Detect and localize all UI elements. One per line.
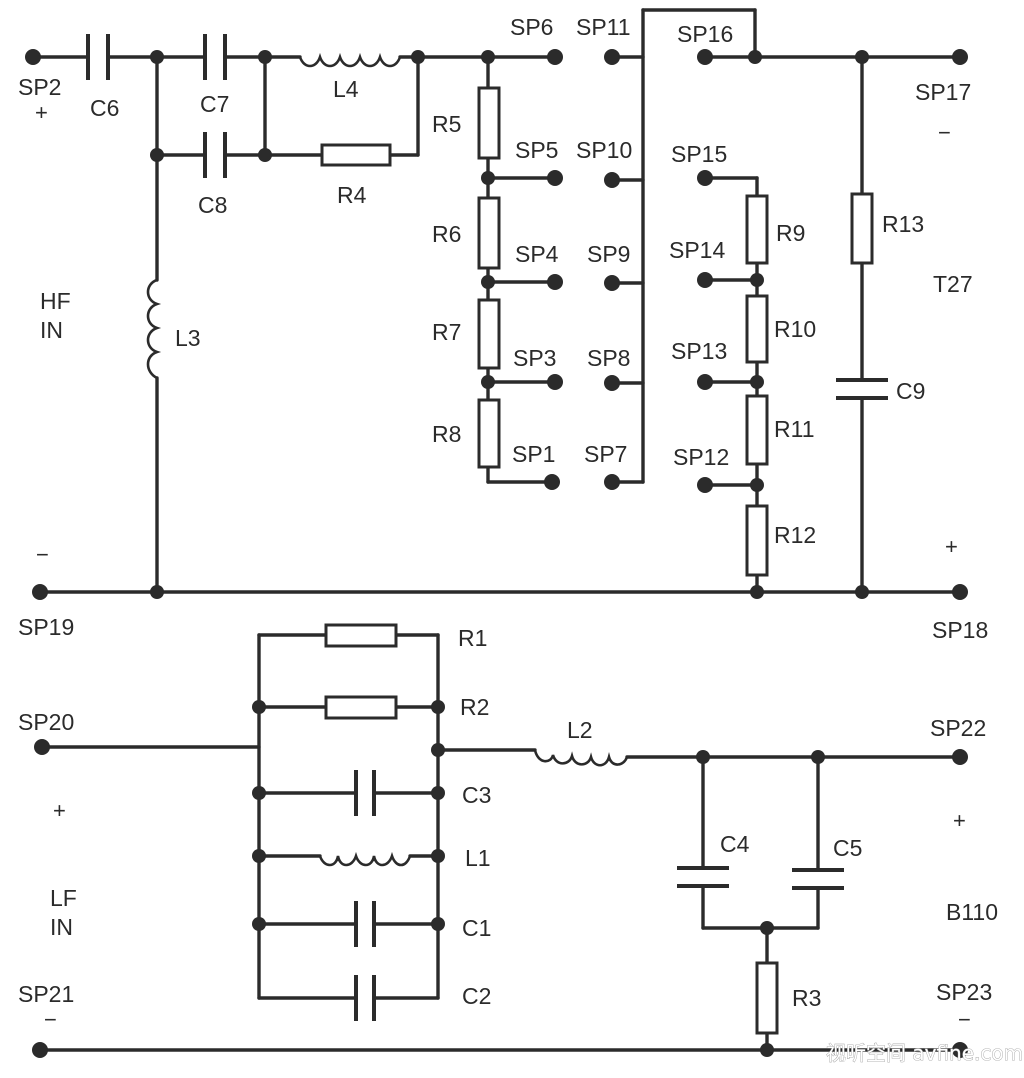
capacitor-c6 [86,34,110,80]
label-sp15: SP15 [671,141,727,167]
label-sp23: SP23 [936,979,992,1005]
label-c1: C1 [462,915,491,941]
watermark: 视听空间 avfine.com [826,1041,1023,1065]
label-hf-in-2: IN [40,317,63,343]
label-r12: R12 [774,522,816,548]
label-sp21: SP21 [18,981,74,1007]
label-r11: R11 [774,416,815,442]
label-c2: C2 [462,983,491,1009]
label-r1: R1 [458,625,487,651]
resistor-r9 [745,194,769,265]
label-l4: L4 [333,76,359,102]
label-sp10: SP10 [576,137,632,163]
lf-terminals [32,739,968,1058]
label-sp9: SP9 [587,241,630,267]
capacitor-c4 [677,866,729,888]
label-r5: R5 [432,111,461,137]
hf-wiring [34,8,962,594]
capacitor-c2 [354,975,376,1021]
label-hf-in-1: HF [40,288,71,314]
label-lf-in-2: IN [50,914,73,940]
capacitor-c9 [836,378,888,400]
label-r3: R3 [792,985,821,1011]
label-sp3: SP3 [513,345,556,371]
label-sp8: SP8 [587,345,630,371]
label-sp20: SP20 [18,709,74,735]
resistor-r5 [477,86,501,160]
hf-input-minus: − [36,542,49,567]
resistor-r8 [477,398,501,469]
label-sp1: SP1 [512,441,555,467]
resistor-r4 [320,143,392,167]
resistor-r2 [324,695,398,720]
label-r7: R7 [432,319,461,345]
label-r10: R10 [774,316,816,342]
lf-input-minus: − [44,1007,57,1032]
capacitor-c8 [203,132,227,178]
resistor-r3 [755,961,779,1035]
label-c6: C6 [90,95,119,121]
label-sp14: SP14 [669,237,725,263]
label-sp5: SP5 [515,137,558,163]
hf-input-plus: + [35,100,48,125]
resistor-r6 [477,196,501,270]
resistor-r1 [324,623,398,648]
resistor-r11 [745,394,769,466]
capacitor-c3 [354,770,376,816]
label-sp19: SP19 [18,614,74,640]
lf-junctions [252,700,825,1057]
label-r8: R8 [432,421,461,447]
label-sp4: SP4 [515,241,559,267]
inductor-l4 [298,52,402,68]
label-sp22: SP22 [930,715,986,741]
label-l3: L3 [175,325,201,351]
label-l1: L1 [465,845,491,871]
capacitor-c7 [203,34,227,80]
lf-wiring [38,633,962,1052]
label-r13: R13 [882,211,924,237]
label-sp16: SP16 [677,21,733,47]
capacitor-c1 [354,901,376,947]
label-c5: C5 [833,835,862,861]
label-lf-in-1: LF [50,885,77,911]
hf-terminals [25,49,968,600]
label-sp13: SP13 [671,338,727,364]
label-r4: R4 [337,182,367,208]
resistor-r12 [745,504,769,577]
inductor-l1 [318,851,412,867]
resistor-r13 [850,192,874,265]
hf-junctions [150,50,869,599]
label-b110: B110 [946,899,998,925]
resistor-r10 [745,294,769,364]
lf-output-minus: − [958,1007,971,1032]
label-r6: R6 [432,221,461,247]
lf-labels: SP20 + LF IN SP21 − R1 R2 C3 L1 C1 C2 L2… [18,625,998,1032]
label-sp6: SP6 [510,14,553,40]
inductor-l3 [146,278,162,380]
label-sp2: SP2 [18,74,61,100]
label-sp18: SP18 [932,617,988,643]
inductor-l2 [533,749,629,767]
label-c4: C4 [720,831,750,857]
label-c9: C9 [896,378,925,404]
hf-output-minus: − [938,120,951,145]
hf-labels: SP2 + C6 C7 C8 L4 R4 HF IN L3 − SP19 SP6… [18,14,988,643]
label-t27: T27 [933,271,973,297]
lf-input-plus: + [53,798,66,823]
lf-output-plus: + [953,808,966,833]
resistor-r7 [477,298,501,370]
hf-output-plus: + [945,534,958,559]
label-c8: C8 [198,192,227,218]
label-sp17: SP17 [915,79,971,105]
label-r2: R2 [460,694,489,720]
label-c3: C3 [462,782,491,808]
label-sp7: SP7 [584,441,627,467]
label-c7: C7 [200,91,229,117]
label-sp12: SP12 [673,444,729,470]
label-sp11: SP11 [576,14,631,40]
capacitor-c5 [792,868,844,890]
label-l2: L2 [567,717,593,743]
label-r9: R9 [776,220,805,246]
